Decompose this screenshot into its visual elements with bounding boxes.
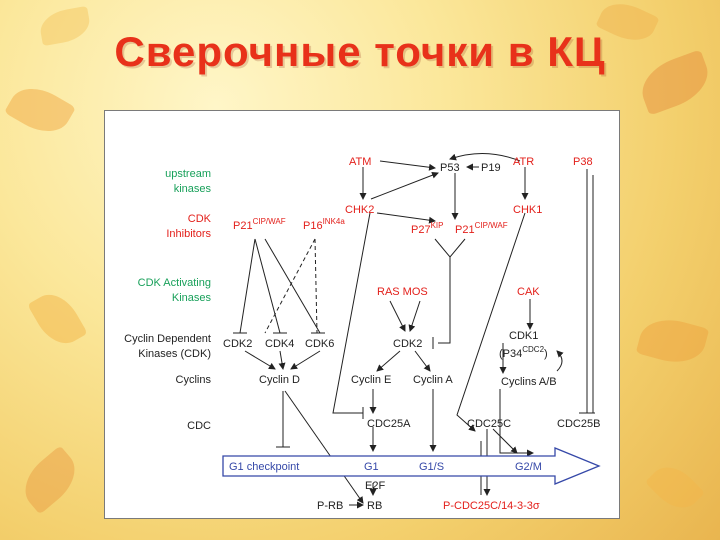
- row-label-activating-kinases: Kinases: [172, 292, 212, 304]
- node-cdc25b: CDC25B: [557, 418, 600, 430]
- node-chk2: CHK2: [345, 204, 374, 216]
- node-p38: P38: [573, 156, 593, 168]
- node-cdk2-left: CDK2: [223, 338, 252, 350]
- node-cdc25c: CDC25C: [467, 418, 511, 430]
- node-g2m: G2/M: [515, 461, 542, 473]
- node-g1: G1: [364, 461, 379, 473]
- node-p27: P27KIP: [411, 221, 443, 236]
- node-p34: (P34CDC2): [499, 345, 548, 360]
- leaf-decoration: [14, 445, 86, 515]
- cell-cycle-arrow: [222, 447, 601, 485]
- node-p-rb: P-RB: [317, 500, 343, 512]
- node-cdc25a: CDC25A: [367, 418, 411, 430]
- leaf-decoration: [4, 77, 76, 143]
- row-label-cdk-activating: CDK Activating: [138, 277, 211, 289]
- node-e2f: E2F: [365, 480, 385, 492]
- node-p53: P53: [440, 162, 460, 174]
- node-cdk4: CDK4: [265, 338, 294, 350]
- node-p21-left: P21CIP/WAF: [233, 217, 286, 232]
- node-cdk6: CDK6: [305, 338, 334, 350]
- node-cyclins-ab: Cyclins A/B: [501, 376, 557, 388]
- row-label-cyclins: Cyclins: [176, 374, 212, 386]
- node-atm: ATM: [349, 156, 371, 168]
- row-label-cyclin-dependent: Cyclin Dependent: [124, 333, 211, 345]
- checkpoint-diagram: upstream kinases CDK Inhibitors CDK Acti…: [124, 152, 601, 512]
- node-p-cdc25c: P-CDC25C/14-3-3σ: [443, 500, 540, 512]
- node-ras-mos: RAS MOS: [377, 286, 428, 298]
- node-chk1: CHK1: [513, 204, 542, 216]
- diagram-panel: upstream kinases CDK Inhibitors CDK Acti…: [104, 110, 620, 519]
- node-rb: RB: [367, 500, 382, 512]
- row-label-upstream: upstream: [165, 168, 211, 180]
- node-cdk1: CDK1: [509, 330, 538, 342]
- node-p19: P19: [481, 162, 501, 174]
- node-cyclin-e: Cyclin E: [351, 374, 391, 386]
- row-label-cdk: CDK: [188, 213, 212, 225]
- node-cdk2-mid: CDK2: [393, 338, 422, 350]
- node-atr: ATR: [513, 156, 534, 168]
- leaf-decoration: [644, 457, 706, 518]
- leaf-decoration: [635, 312, 710, 370]
- node-cak: CAK: [517, 286, 540, 298]
- node-p21-right: P21CIP/WAF: [455, 221, 508, 236]
- leaf-decoration: [27, 285, 88, 353]
- slide-title: Сверочные точки в КЦ: [114, 28, 606, 75]
- node-p16: P16INK4a: [303, 217, 345, 232]
- node-cyclin-d: Cyclin D: [259, 374, 300, 386]
- row-label-inhibitors: Inhibitors: [166, 228, 211, 240]
- row-label-kinases: kinases: [174, 183, 212, 195]
- row-label-kinases-cdk: Kinases (CDK): [138, 348, 211, 360]
- node-g1s: G1/S: [419, 461, 444, 473]
- node-g1-checkpoint: G1 checkpoint: [229, 461, 299, 473]
- row-label-cdc: CDC: [187, 420, 211, 432]
- node-cyclin-a: Cyclin A: [413, 374, 453, 386]
